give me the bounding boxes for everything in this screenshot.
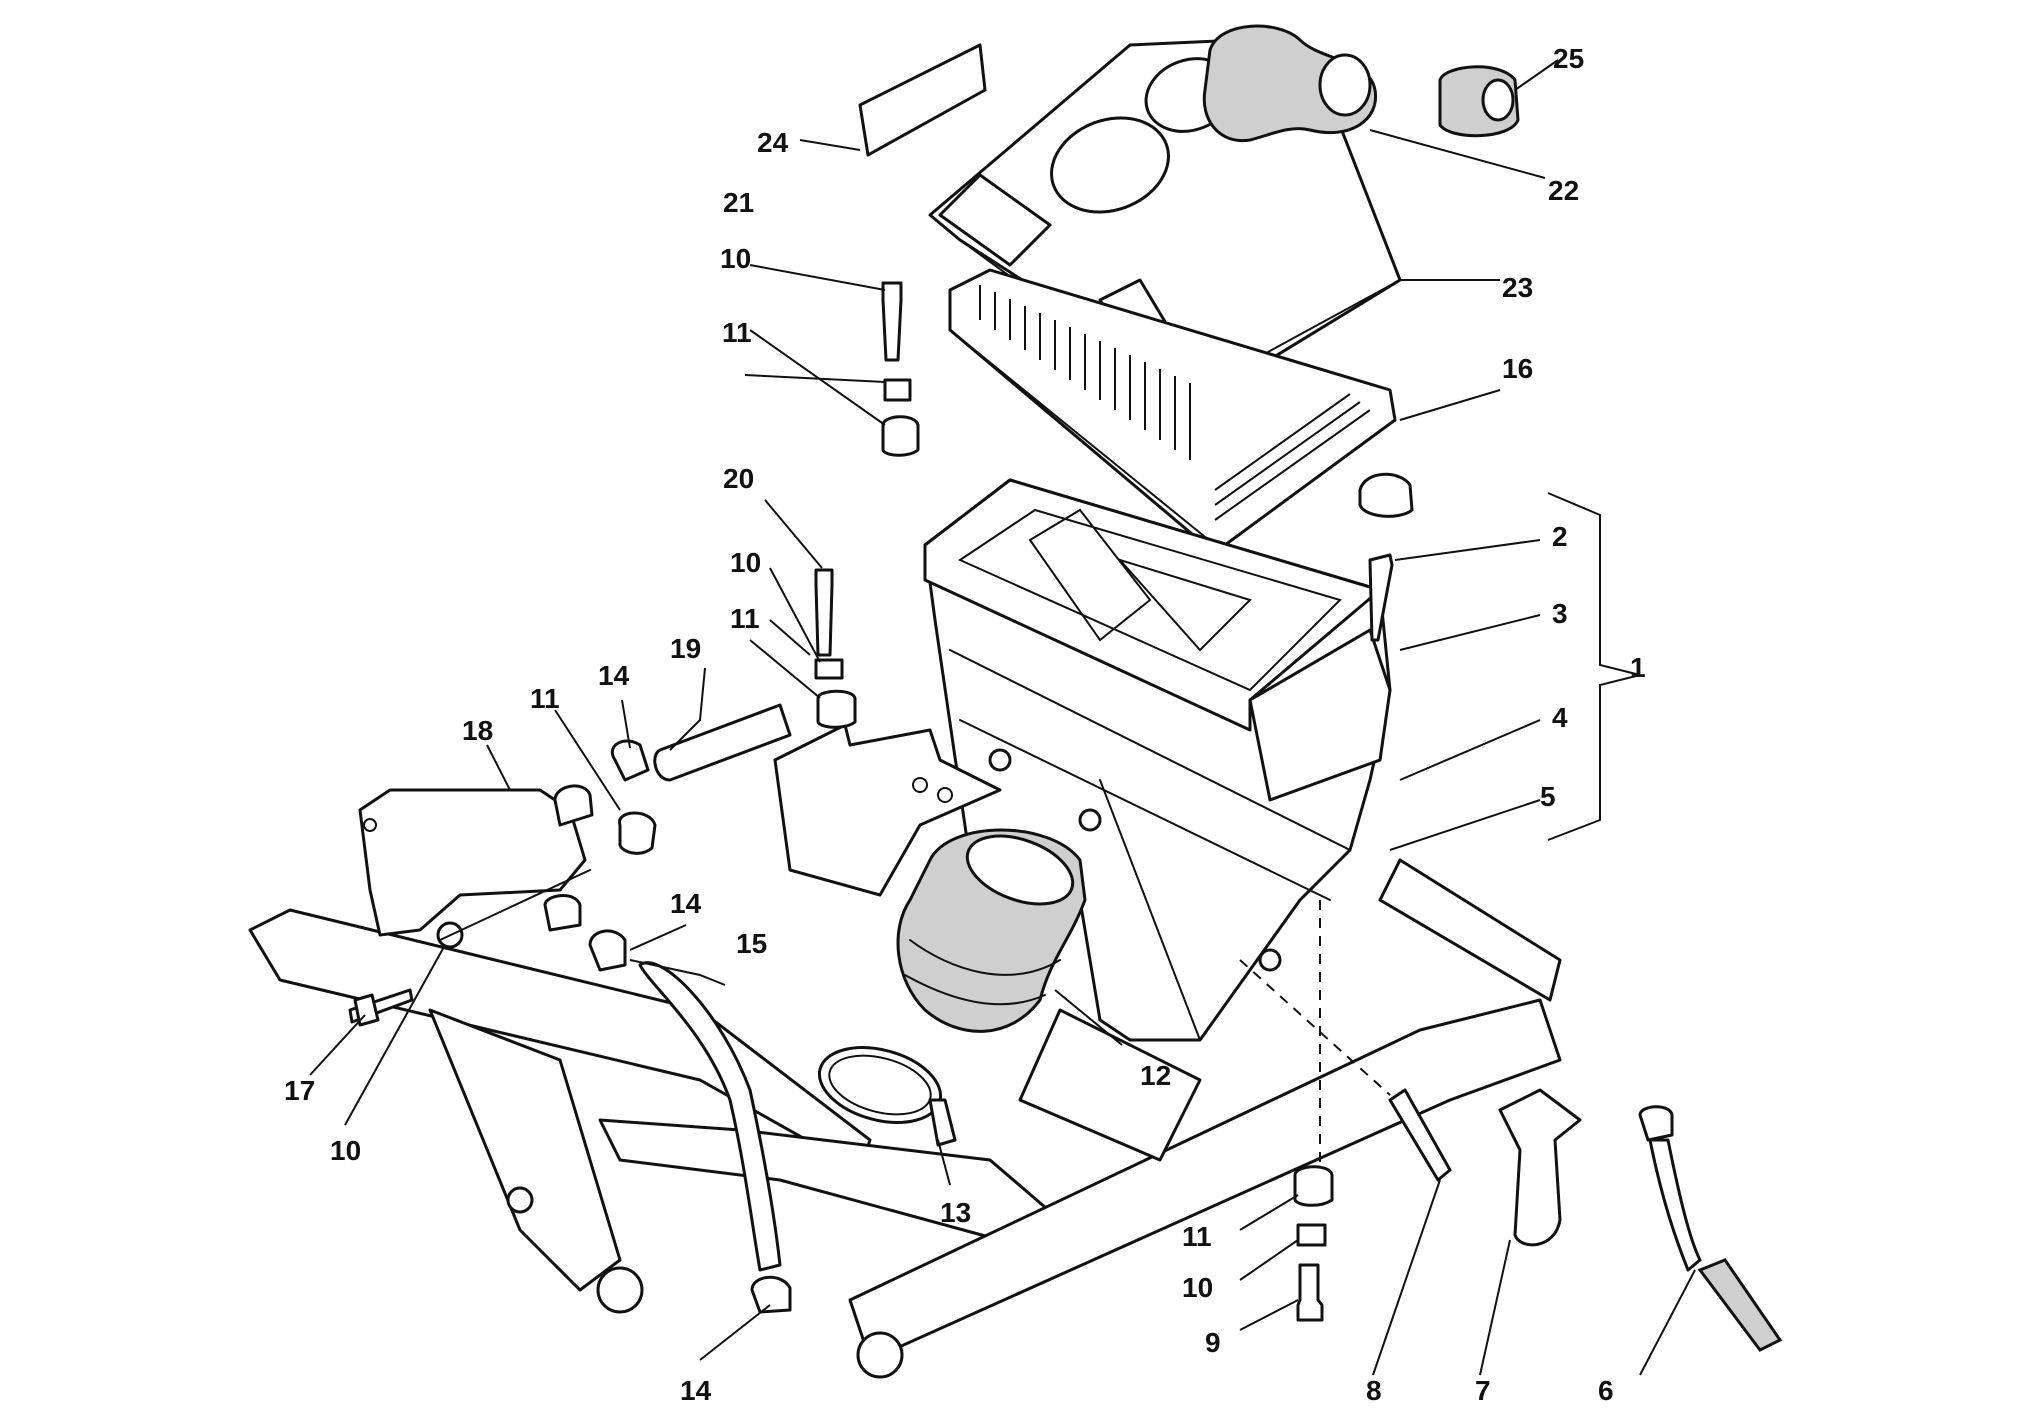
- part-grommet-11-left: [618, 811, 657, 855]
- part-washer-10-top: [883, 378, 912, 402]
- callout-8: 8: [1366, 1375, 1382, 1406]
- leader-lines: [309, 59, 1696, 1376]
- callout-4: 4: [1552, 702, 1568, 733]
- part-drain-hose-6: [1638, 1105, 1783, 1352]
- callout-11-top: 11: [722, 317, 752, 348]
- part-bolt-21: [881, 281, 903, 362]
- callout-5: 5: [1540, 781, 1556, 812]
- breather-axis-line: [439, 869, 591, 941]
- callout-10-left: 10: [330, 1135, 361, 1166]
- callout-10-top: 10: [720, 243, 751, 274]
- callout-3: 3: [1552, 598, 1568, 629]
- part-air-filter-16: [948, 268, 1397, 547]
- part-washer-10-mid: [814, 658, 844, 680]
- callout-11-bottom: 11: [1182, 1221, 1212, 1252]
- callout-21: 21: [723, 187, 754, 218]
- part-cap-right: [1358, 472, 1414, 518]
- callout-25: 25: [1553, 43, 1584, 74]
- callout-6: 6: [1598, 1375, 1614, 1406]
- callout-2: 2: [1552, 521, 1568, 552]
- callout-15: 15: [736, 928, 767, 959]
- callout-20: 20: [723, 463, 754, 494]
- part-grommet-11-mid: [816, 689, 857, 729]
- callout-11-mid: 11: [730, 603, 760, 634]
- callout-19: 19: [670, 633, 701, 664]
- callout-24: 24: [757, 127, 789, 158]
- part-breather-box-18: [358, 784, 594, 937]
- part-bracket: [773, 723, 1002, 897]
- callout-18: 18: [462, 715, 493, 746]
- part-airbox-body-1: [923, 478, 1392, 1042]
- part-intake-sleeve-22: [1202, 24, 1378, 143]
- part-washer-10-bottom: [1296, 1223, 1327, 1247]
- callout-17: 17: [284, 1075, 315, 1106]
- callout-7: 7: [1475, 1375, 1491, 1406]
- part-bolt-20: [814, 568, 834, 657]
- part-clip-14-b: [588, 929, 627, 972]
- callout-10-bottom: 10: [1182, 1272, 1213, 1303]
- callout-13: 13: [940, 1197, 971, 1228]
- part-hose-15: [638, 961, 782, 1272]
- part-screw-2: [1368, 553, 1394, 642]
- filter-pleats: [979, 285, 1371, 521]
- part-hose-clamp-13: [817, 1046, 957, 1147]
- part-clip-14-a: [611, 739, 650, 782]
- callout-23: 23: [1502, 272, 1533, 303]
- callout-14-bottom: 14: [680, 1375, 712, 1406]
- part-grommet-11-top: [881, 415, 920, 457]
- callout-22: 22: [1548, 175, 1579, 206]
- callout-10-mid: 10: [730, 547, 761, 578]
- callout-labels: 1 2 3 4 5 6 7 8 9 10 11 12 13 14 14 14 1…: [284, 43, 1646, 1406]
- part-intake-boot-12: [896, 828, 1087, 1033]
- part-cap-25: [1438, 65, 1520, 138]
- part-rod-8: [1388, 1088, 1452, 1182]
- part-clip-14-c: [750, 1275, 792, 1314]
- rod-axis-line: [1239, 959, 1391, 1096]
- callout-9: 9: [1205, 1327, 1221, 1358]
- part-grommet-11-bottom: [1293, 1165, 1334, 1207]
- part-bolt-17: [348, 988, 414, 1027]
- callout-16: 16: [1502, 353, 1533, 384]
- part-bolt-9: [1296, 1263, 1324, 1322]
- callout-12: 12: [1140, 1060, 1171, 1091]
- part-decal-24: [858, 43, 987, 157]
- callout-14-top: 14: [598, 660, 630, 691]
- callout-14-mid: 14: [670, 888, 702, 919]
- part-bracket-7: [1498, 1088, 1582, 1247]
- part-pipe-19: [653, 703, 792, 782]
- frame-outline: [248, 858, 1562, 1379]
- callout-1: 1: [1630, 652, 1646, 683]
- callout-11-left: 11: [530, 683, 560, 714]
- group-bracket-1: [1547, 492, 1641, 841]
